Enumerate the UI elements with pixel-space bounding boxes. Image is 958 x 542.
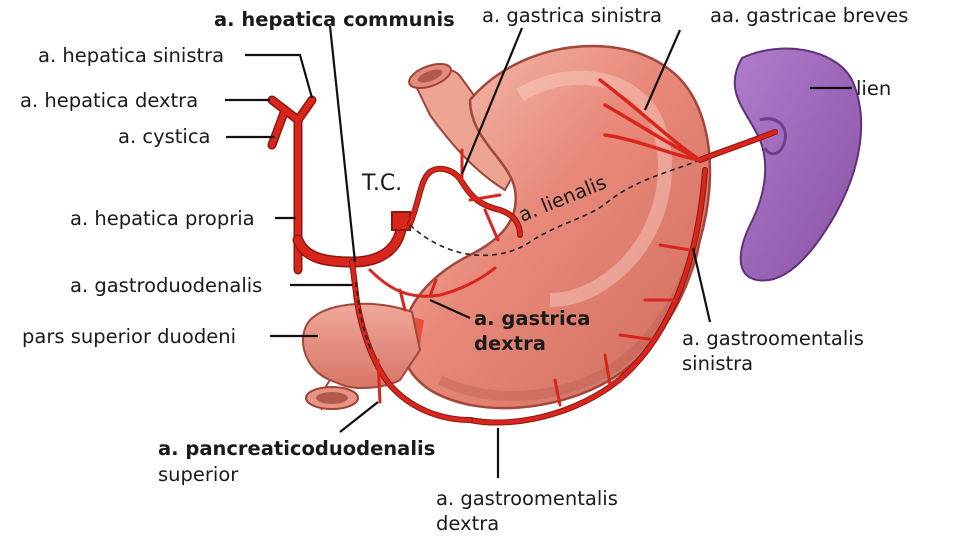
label-hepatica-communis: a. hepatica communis [214,8,455,31]
label-cystica: a. cystica [118,125,211,148]
label-pancreaticoduodenalis-line1: a. pancreaticoduodenalis [158,437,435,460]
label-gastroomentalis-sinistra-line2: sinistra [682,352,753,375]
label-hepatica-dextra: a. hepatica dextra [20,89,198,112]
label-hepatica-sinistra: a. hepatica sinistra [38,44,224,67]
label-gastroomentalis-dextra-line2: dextra [436,512,499,535]
label-hepatica-propria: a. hepatica propria [70,207,255,230]
label-pars-superior-duodeni: pars superior duodeni [22,325,236,348]
label-truncus-coeliacus: T.C. [361,171,402,196]
label-pancreaticoduodenalis-line2: superior [158,463,239,486]
label-gastricae-breves: aa. gastricae breves [710,4,908,27]
label-gastroduodenalis: a. gastroduodenalis [70,274,262,297]
label-gastroomentalis-dextra-line1: a. gastroomentalis [436,487,618,510]
spleen-lien [735,49,861,281]
label-gastrica-dextra-line1: a. gastrica [474,307,590,330]
label-gastrica-dextra-line2: dextra [474,332,546,355]
label-gastrica-sinistra: a. gastrica sinistra [482,4,662,27]
label-gastroomentalis-sinistra-line1: a. gastroomentalis [682,327,864,350]
label-lien: lien [856,77,891,100]
